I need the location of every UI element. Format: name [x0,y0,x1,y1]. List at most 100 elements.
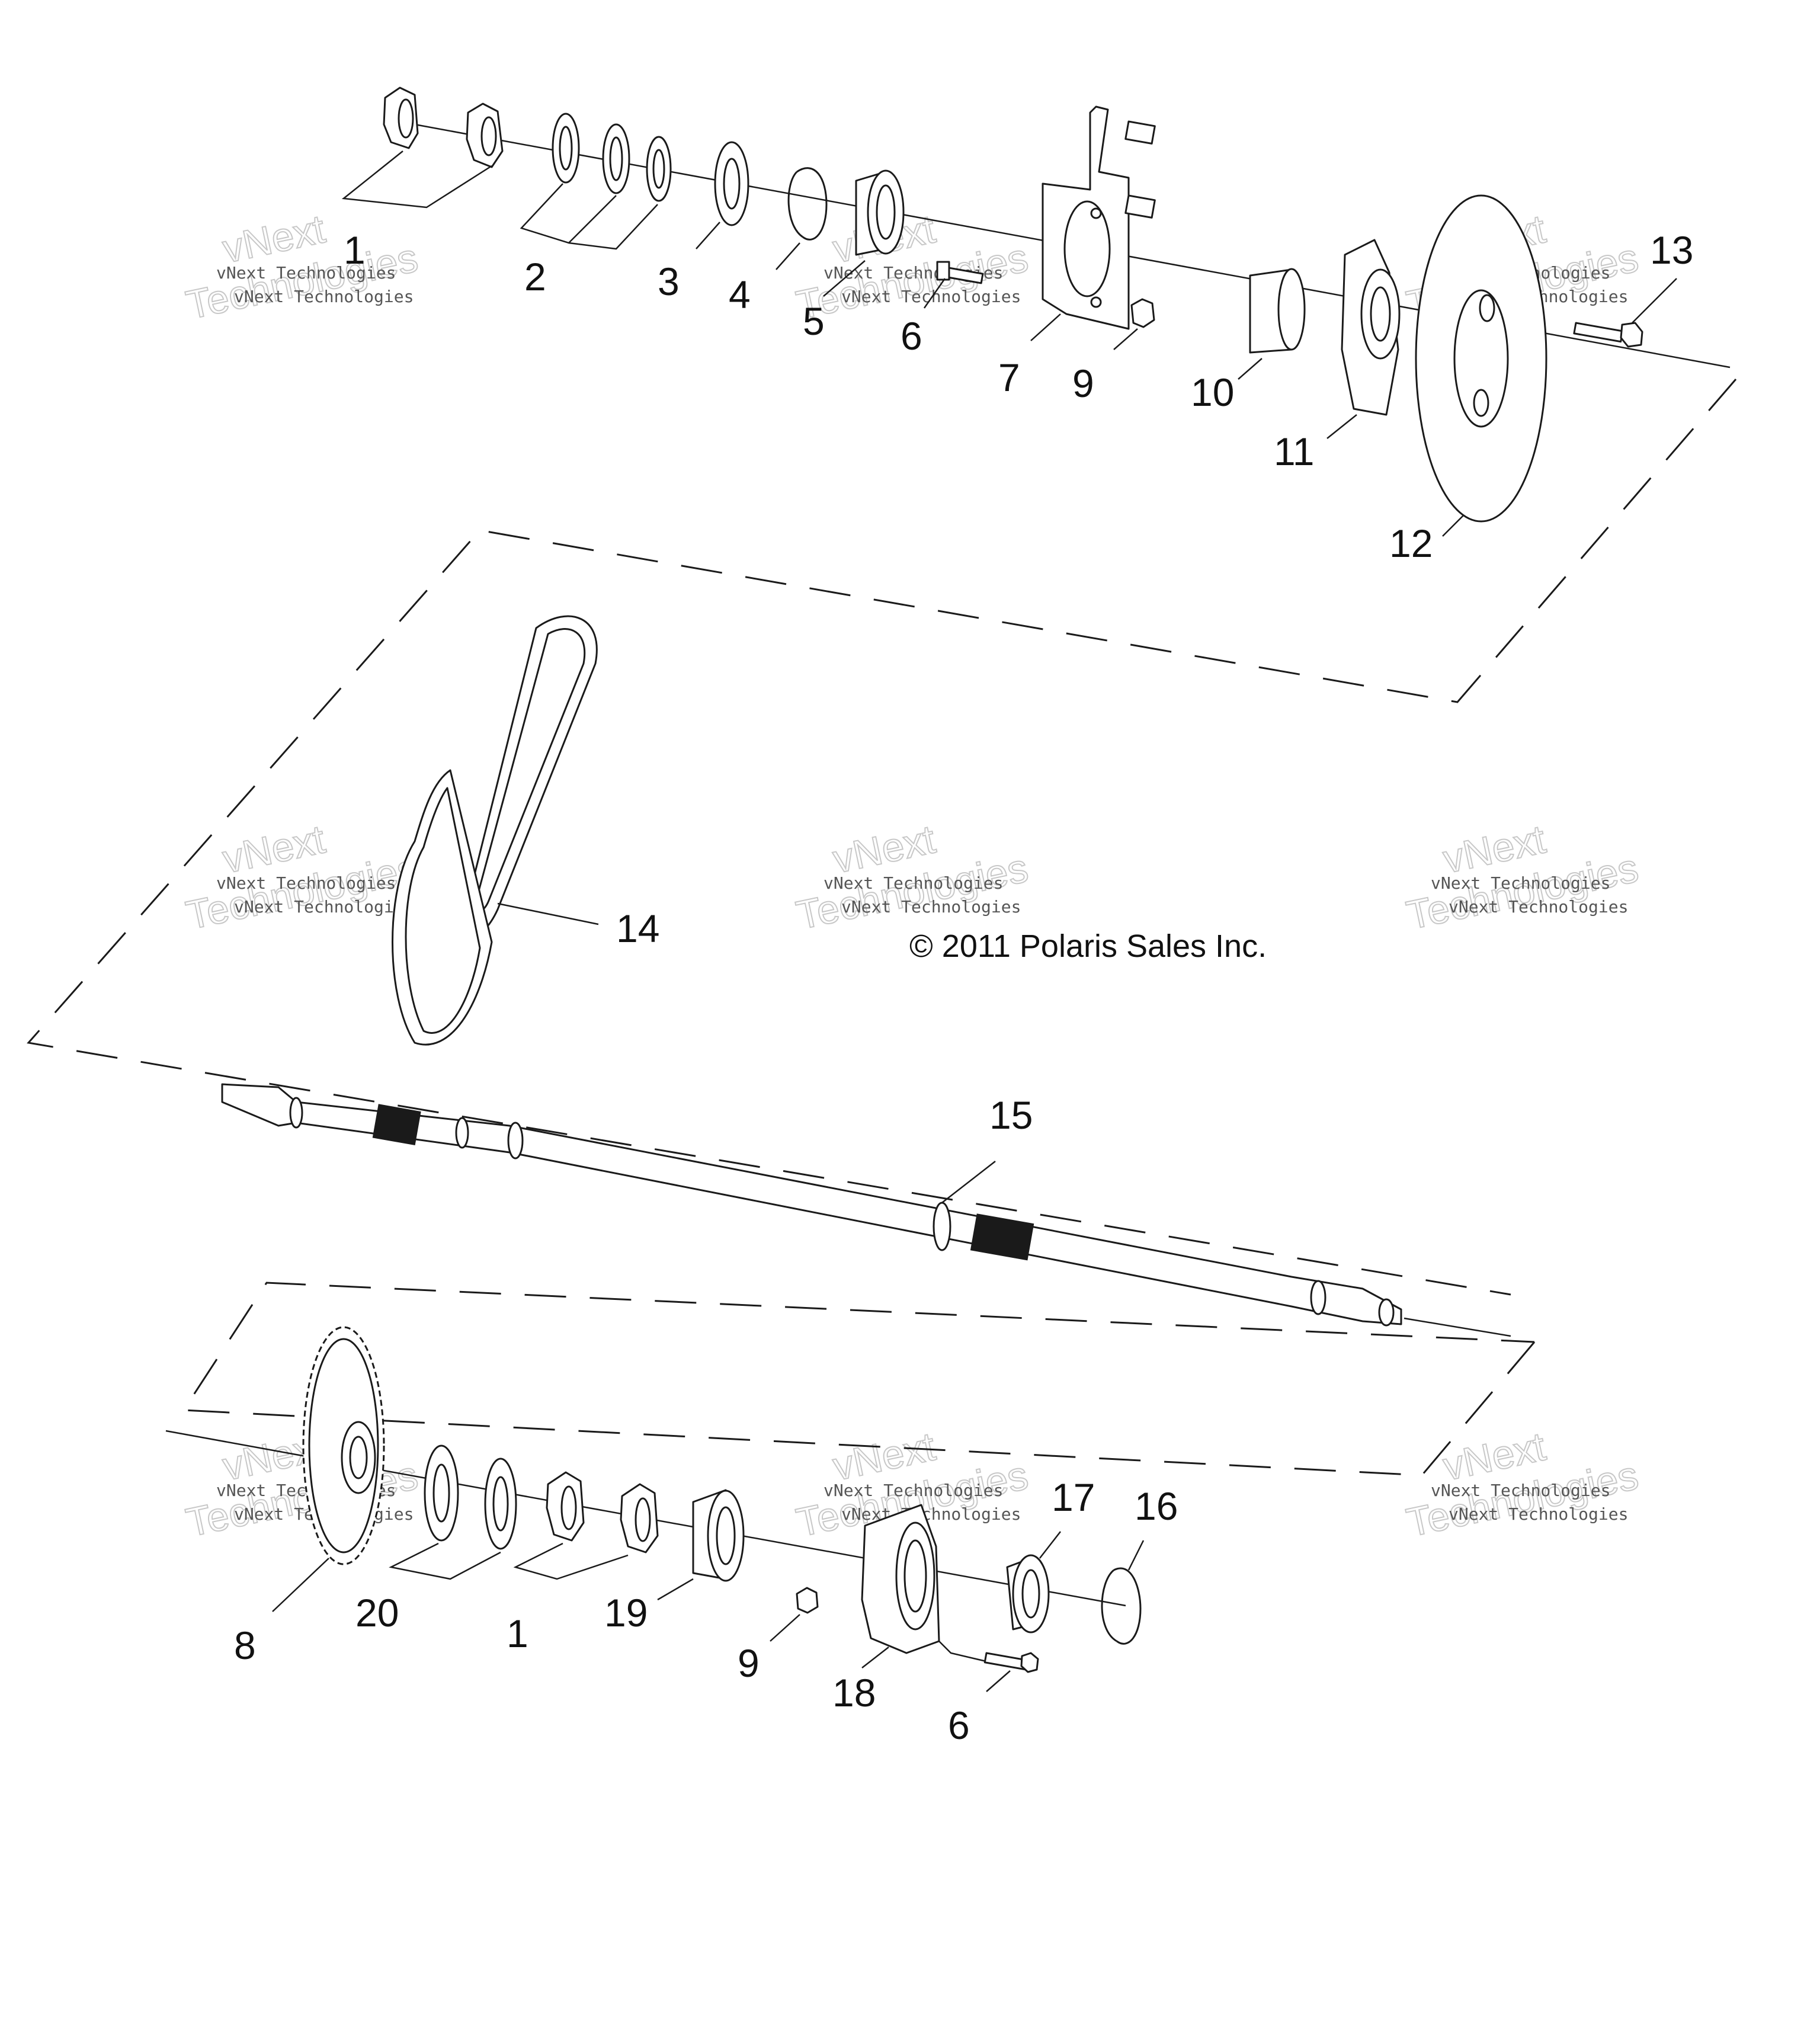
part-18-leader [861,1647,889,1668]
callout-17: 17 [1052,1475,1095,1519]
part-4-snap-ring [776,167,828,270]
chain-loop-lower [392,769,493,1046]
watermark-text: vNext Technologies [1431,873,1610,893]
bolt-head [936,261,950,281]
axle-spline [372,1104,421,1146]
hex-nut-bore [635,1497,651,1542]
part-12-leader [1442,515,1464,537]
snap-ring [796,167,828,241]
part-15-rear-axle [221,1083,1511,1337]
part-6-top-leader [923,278,946,309]
part-20-leader [389,1542,501,1580]
callout-7: 7 [998,355,1020,399]
callout-12: 12 [1389,521,1433,565]
part-1-top-leader [341,150,492,209]
part-9-bottom-nut [770,1587,819,1642]
part-3-flat-washer [696,141,749,249]
bolt-head [1020,1652,1039,1673]
seal-bore [1021,1569,1040,1619]
watermark-text: vNext Technologies [1431,1481,1610,1500]
watermark-text: vNext Technologies [234,897,414,917]
callout-1-top: 1 [344,228,366,272]
part-14-leader [497,902,599,925]
axle-collar [455,1117,469,1149]
part-16-leader [1127,1540,1145,1571]
axle-end [1378,1298,1395,1327]
part-2-leader [520,183,617,244]
part-7-leader [1030,313,1061,341]
chain-links [405,787,481,1034]
hex-nut-bore [480,116,497,156]
part-5-bearing [823,169,905,297]
callout-2: 2 [524,255,546,299]
callout-19: 19 [604,1591,648,1635]
callout-labels: 1 2 3 4 5 6 7 9 10 11 12 13 14 15 8 20 1… [234,228,1693,1747]
part-15-leader [941,1161,996,1203]
part-6-top-bolt [923,261,984,309]
small-nut [796,1587,819,1614]
flat-washer-hole [723,158,741,210]
watermark-text: vNext Technologies [824,873,1003,893]
washer-hole [492,1476,509,1532]
copyright-notice: © 2011 Polaris Sales Inc. [909,928,1267,964]
snap-ring [1113,1567,1142,1645]
part-9-top-nut [1113,298,1155,350]
watermark-text: vNext Technologies [1449,897,1628,917]
part-20-washer-pair [389,1444,517,1580]
part-16-snap-ring [1101,1540,1145,1645]
part-7-bearing-carrier [1030,105,1156,341]
part-13-leader [1632,278,1677,323]
axle-collar [507,1122,524,1159]
axle-collar [289,1097,303,1129]
disc-bolt-hole [1473,389,1489,417]
watermark-text: vNext Technologies [841,287,1021,306]
lower-dashed-boundary [182,1282,1536,1476]
bearing-bore [876,184,896,240]
part-1-bottom-hex-nut-pair [513,1471,659,1580]
carrier-bore [1063,200,1111,297]
part-4-leader [776,242,800,270]
washer-hole [432,1463,450,1523]
part-2-leader [568,204,658,250]
part-6-bottom-bolt [938,1641,1039,1692]
part-9-bottom-leader [770,1614,800,1642]
callout-20: 20 [355,1591,399,1635]
upper-dashed-boundary [27,379,1737,1296]
callout-14: 14 [616,907,659,950]
callout-1-bottom: 1 [507,1612,528,1655]
part-5-leader [823,260,866,297]
part-13-disc-bolt [1573,278,1677,348]
watermark-text: vNext Technologies [234,287,414,306]
snap-ring [1101,1569,1117,1642]
disc-bolt-hole [1479,294,1495,322]
watermark-text: vNext Technologies [216,873,396,893]
part-17-seal [1006,1531,1061,1633]
hex-nut-bore [398,98,414,139]
watermark-text: vNext Technologies [841,897,1021,917]
watermark-text: vNext Technologies [216,263,396,283]
callout-16: 16 [1135,1484,1178,1528]
carrier-boss [1124,194,1156,219]
bolt-shank [1573,322,1624,343]
carrier-boss [1124,120,1156,145]
axle-axis [1404,1317,1511,1337]
callout-4: 4 [729,273,751,316]
part-8-sprocket [272,1326,385,1612]
part-1-hex-nut-pair [341,87,504,209]
part-19-bearing [657,1489,745,1601]
callout-9-top: 9 [1072,361,1094,405]
brake-disc-center [1453,289,1509,428]
part-2-washer-set [520,113,672,250]
flange-bore [903,1539,927,1613]
callout-10: 10 [1191,370,1234,414]
callout-3: 3 [658,260,680,303]
carrier-hole [1090,296,1102,308]
watermark-text: vNext Technologies [824,1481,1003,1500]
callout-11: 11 [1274,430,1315,473]
part-18-bearing-flange [861,1504,940,1668]
watermark-text: vNext Technologies [1449,1504,1628,1524]
small-nut [1130,298,1155,328]
snap-ring [787,171,803,238]
part-3-leader [696,222,720,249]
